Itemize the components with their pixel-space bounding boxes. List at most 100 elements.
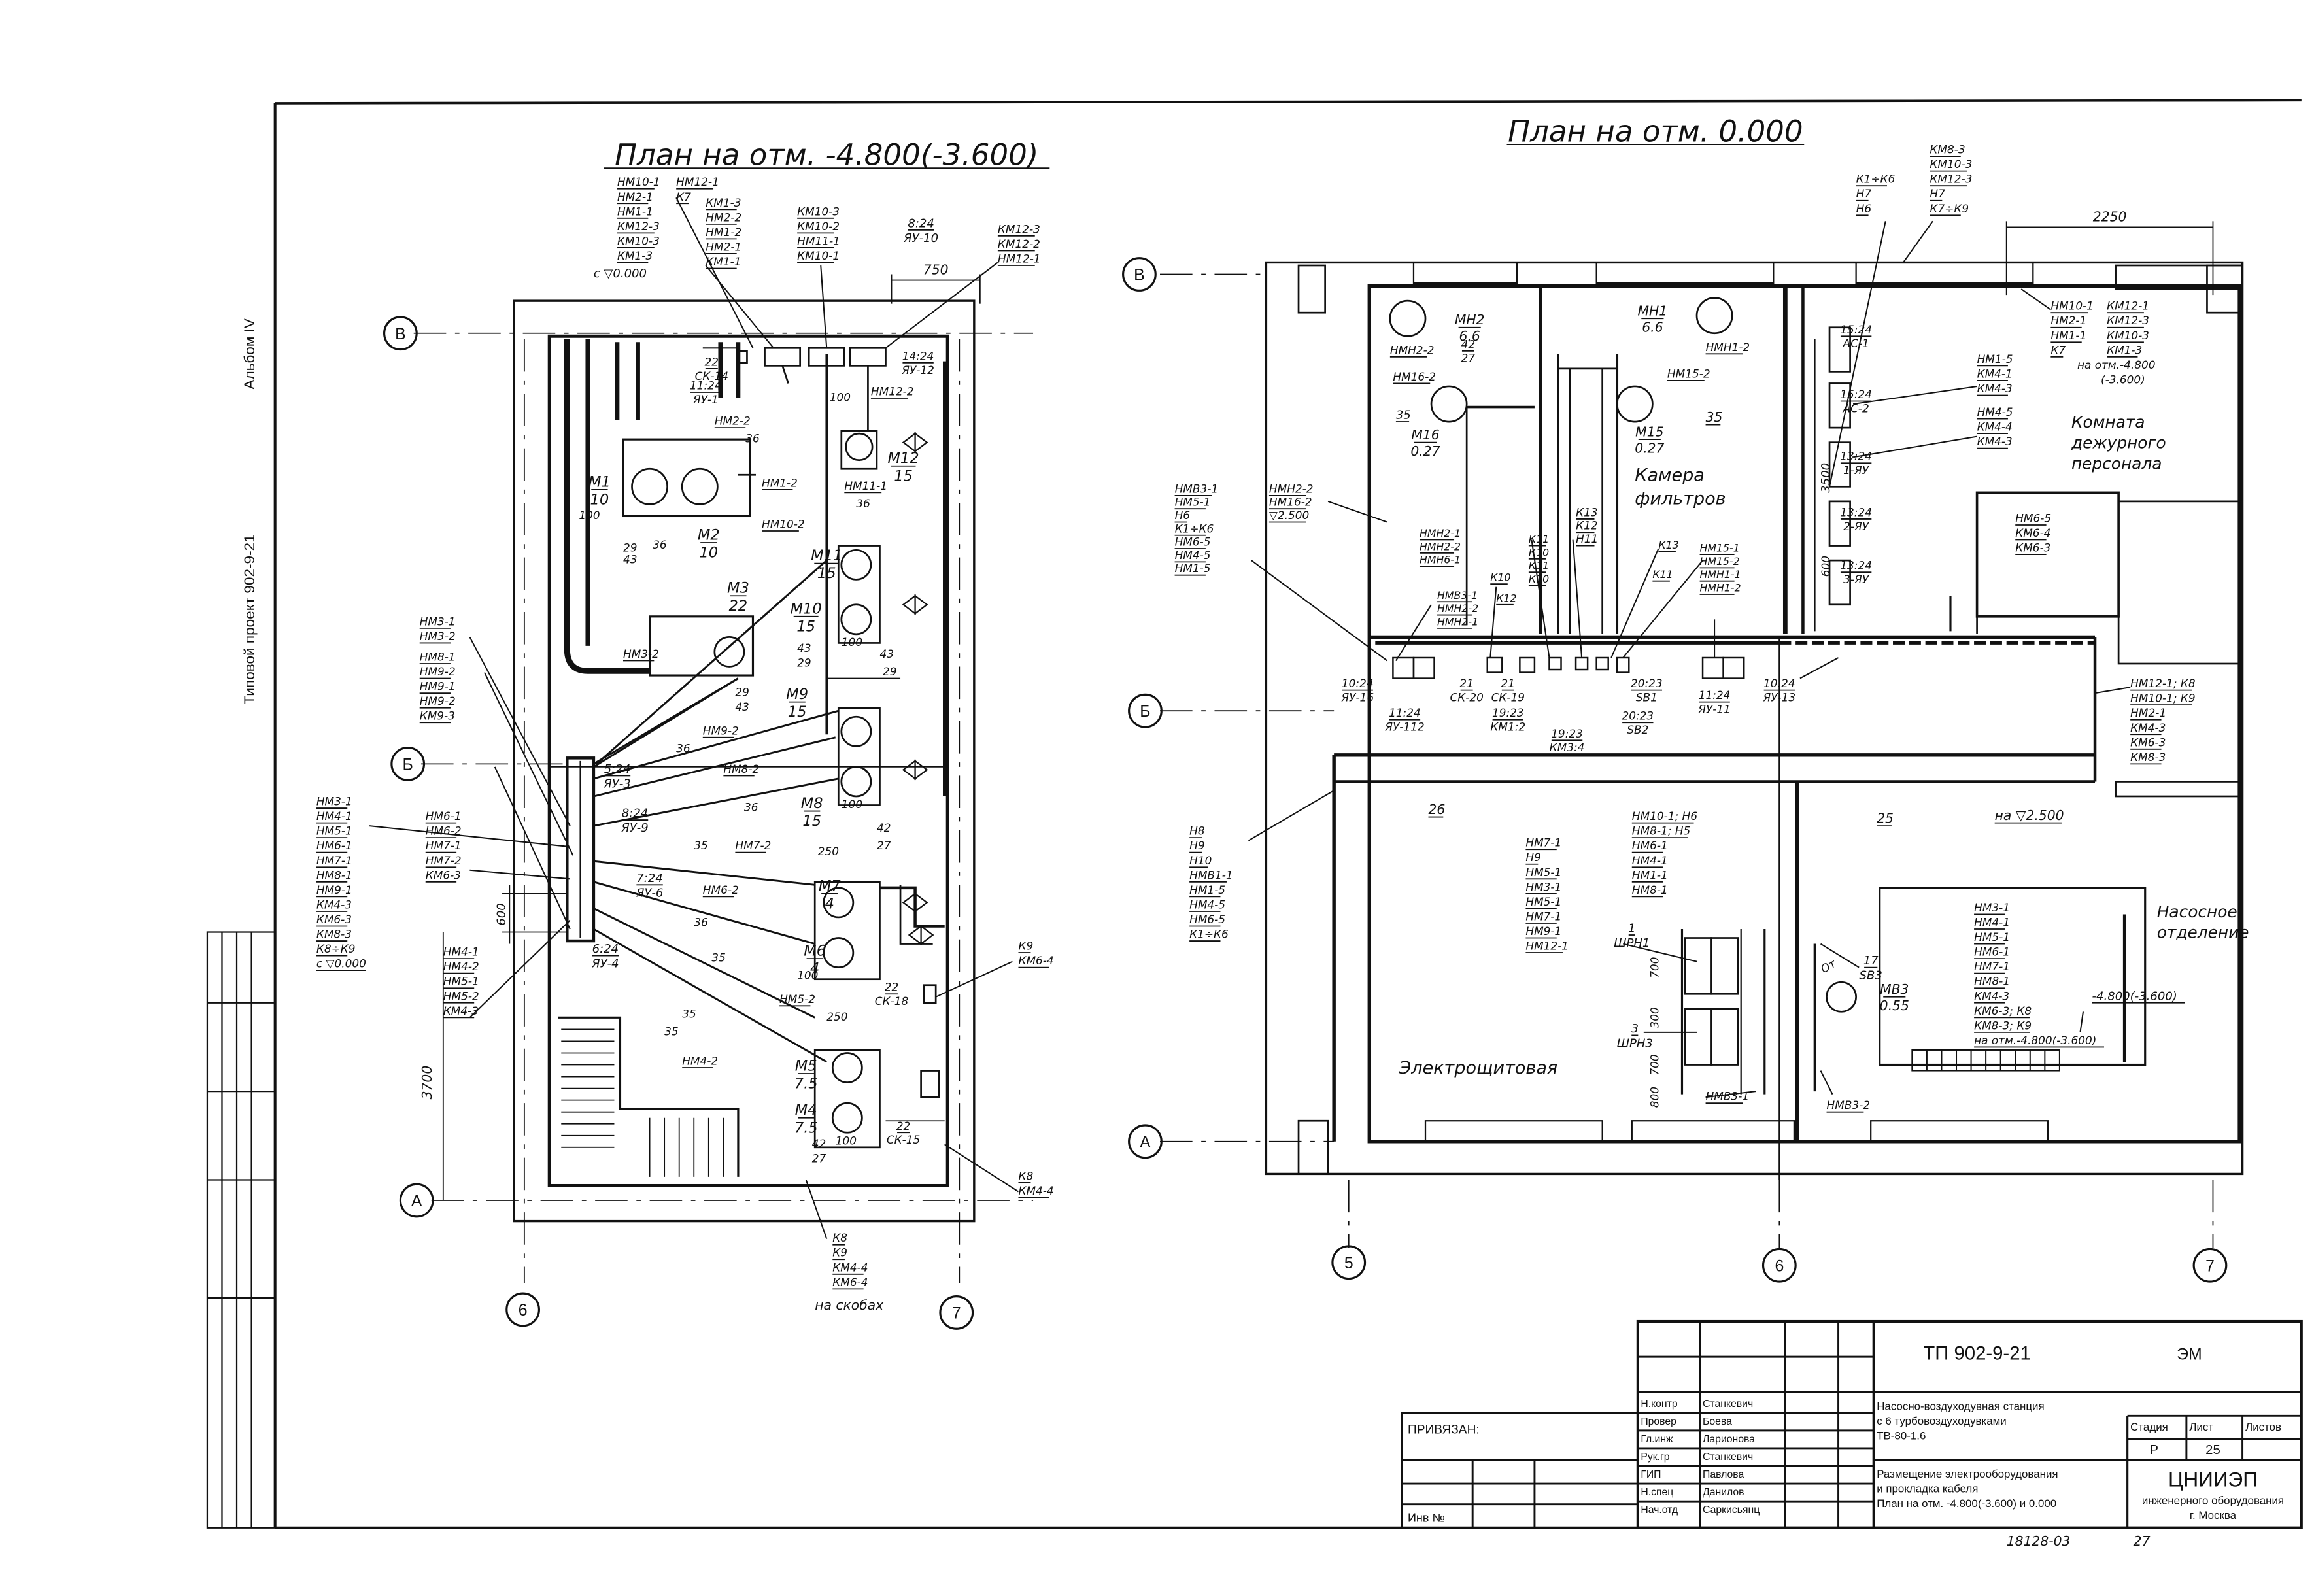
- drawing-label: КМ9-3: [420, 709, 455, 722]
- drawing-label: КМ4-3: [1974, 989, 2009, 1002]
- title-block-frame: [1401, 1319, 2303, 1529]
- drawing-label: ТВ-80-1.6: [1877, 1429, 1926, 1442]
- drawing-label: КМ8-3; К9: [1974, 1019, 2032, 1032]
- org-name: ЦНИИЭП: [2168, 1468, 2258, 1491]
- axis-label: 7: [2205, 1257, 2215, 1275]
- drawing-label: Н7: [1856, 187, 1872, 200]
- drawing-label: Боева: [1703, 1416, 1732, 1427]
- drawing-label: НМ4-5: [1977, 405, 2013, 418]
- drawing-label: К10: [1490, 571, 1510, 584]
- motor-power: 15: [788, 704, 807, 721]
- fraction-bottom: СК-14: [695, 369, 728, 382]
- fraction-bottom: ШРН3: [1617, 1036, 1653, 1050]
- drawing-label: НМ4-2: [443, 960, 479, 973]
- drawing-label: Н.контр: [1641, 1399, 1678, 1410]
- fraction-top: М16: [1411, 427, 1439, 443]
- axis-label: А: [1140, 1134, 1151, 1151]
- drawing-label: К8: [832, 1231, 847, 1244]
- drawing-label: НМ2-1: [2130, 706, 2166, 719]
- drawing-label: НМ5-1: [1175, 496, 1211, 509]
- fraction-bottom: 3-ЯУ: [1843, 573, 1870, 586]
- drawing-label: НМН6-1: [1420, 554, 1461, 566]
- drawing-label: 29: [623, 541, 638, 554]
- drawing-label: 35: [694, 839, 708, 852]
- drawing-label: НМ15-2: [1667, 367, 1710, 380]
- drawing-label: 35: [664, 1025, 679, 1038]
- drawing-label: НМ7-2: [426, 854, 462, 867]
- drawing-label: От: [1818, 957, 1839, 976]
- drawing-label: КМ1-1: [706, 255, 741, 268]
- drawing-label: 800: [1648, 1087, 1661, 1108]
- drawing-label: Н6: [1856, 202, 1871, 215]
- drawing-label: НМН2-1: [1437, 615, 1478, 628]
- motor-label: М3: [727, 580, 749, 597]
- drawing-label: НМ9-1: [420, 680, 456, 693]
- drawing-label: 25: [1877, 811, 1894, 826]
- fraction-top: 10:24: [1763, 677, 1795, 690]
- fraction-bottom: КМ3:4: [1550, 741, 1585, 754]
- motor-power: 15: [817, 565, 836, 582]
- drawing-label: КМ1-3: [617, 249, 653, 262]
- drawing-label: НМ10-1; К9: [2130, 692, 2195, 705]
- drawing-label: НМ6-5: [1189, 913, 1225, 926]
- drawing-label: КМ10-3: [1930, 158, 1972, 171]
- drawing-label: 600: [1819, 556, 1832, 577]
- drawing-label: 250: [818, 845, 839, 858]
- fraction-top: 15:24: [1840, 323, 1872, 336]
- fraction-bottom: ШРН1: [1614, 936, 1650, 950]
- room-label: фильтров: [1635, 488, 1726, 509]
- fraction-top: 6:24: [592, 942, 619, 956]
- motor-power: 10: [590, 491, 609, 508]
- fraction-bottom: ЯУ-6: [636, 886, 664, 900]
- drawing-label: НМВ3-1: [1175, 482, 1219, 495]
- room-label: отделение: [2157, 923, 2249, 942]
- axis-label: В: [395, 326, 406, 343]
- fraction-top: 11:24: [1699, 688, 1731, 702]
- drawing-label: НМ9-2: [420, 665, 456, 678]
- fraction-bottom: ЯУ-13: [1763, 691, 1796, 704]
- left-stamp-table: [206, 931, 276, 1529]
- drawing-label: НМ5-2: [443, 989, 479, 1002]
- fraction-bottom: 2-ЯУ: [1843, 520, 1870, 533]
- drawing-label: НМ6-1: [316, 839, 352, 852]
- fraction-bottom: 6.6: [1459, 328, 1480, 344]
- drawing-label: НМ1-2: [706, 226, 741, 239]
- drawing-label: КМ8-3: [1930, 143, 1965, 156]
- fraction-top: 8:24: [622, 807, 649, 821]
- drawing-label: 18128-03: [2007, 1533, 2071, 1549]
- drawing-label: КМ4-3: [316, 898, 352, 911]
- drawing-label: КМ6-3: [426, 868, 461, 881]
- fraction-top: 22: [705, 355, 719, 368]
- drawing-label: НМ12-2: [871, 384, 914, 398]
- drawing-label: НМН2-1: [1420, 527, 1461, 539]
- drawing-label: НМ2-2: [715, 415, 751, 428]
- drawing-label: НМ7-1: [426, 839, 462, 852]
- fraction-top: МН2: [1455, 312, 1485, 328]
- drawing-label: Данилов: [1703, 1487, 1744, 1498]
- drawing-label: 100: [836, 1134, 857, 1147]
- drawing-label: Провер: [1641, 1416, 1676, 1427]
- room-label: персонала: [2071, 454, 2162, 473]
- fraction-top: 21: [1459, 677, 1474, 690]
- drawing-label: К9: [1018, 940, 1033, 953]
- motor-label: М6: [804, 943, 826, 960]
- drawing-label: и прокладка кабеля: [1877, 1483, 1978, 1495]
- drawing-label: НМ9-1: [316, 883, 352, 896]
- drawing-label: НМ12-1: [676, 175, 719, 188]
- drawing-label: НМВ1-1: [1189, 868, 1233, 881]
- drawing-label: НМН1-1: [1700, 568, 1741, 581]
- drawing-label: на отм.-4.800(-3.600): [1974, 1034, 2096, 1047]
- drawing-label: К1÷К6: [1175, 522, 1214, 535]
- drawing-label: НМ4-5: [1175, 549, 1211, 562]
- motor-label: М7: [819, 877, 841, 894]
- drawing-label: К7÷К9: [1930, 202, 1969, 215]
- drawing-label: Н6: [1175, 509, 1190, 522]
- fraction-bottom: SB2: [1627, 723, 1648, 736]
- drawing-label: КМ4-3: [1977, 435, 2013, 448]
- drawing-label: КМ10-3: [2107, 329, 2149, 342]
- drawing-label: НМ7-1: [1974, 960, 2010, 973]
- drawing-label: К9: [832, 1246, 847, 1259]
- drawing-label: НМ1-5: [1189, 883, 1225, 896]
